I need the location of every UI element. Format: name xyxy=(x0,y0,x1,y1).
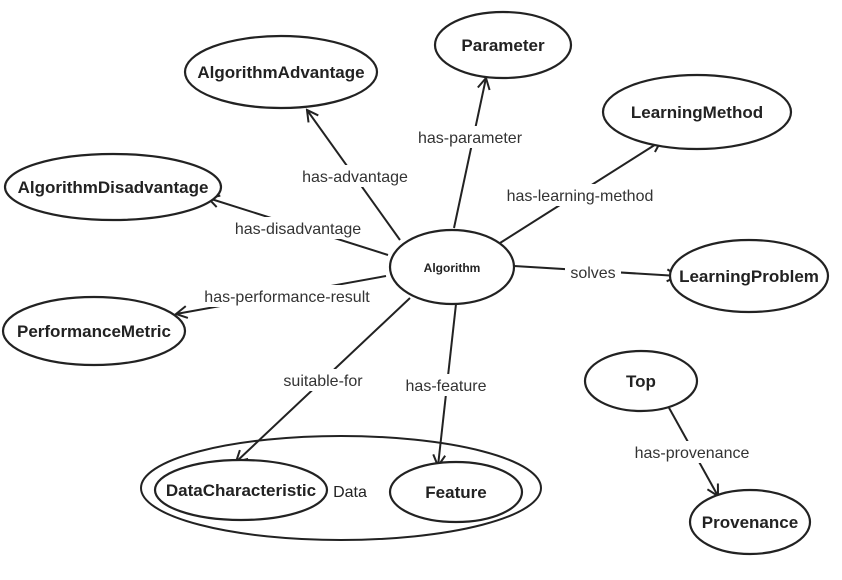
node-top xyxy=(583,349,699,413)
edge-label-solves: solves xyxy=(570,265,615,282)
node-label-top: Top xyxy=(626,372,656,391)
node-label-algorithm-disadvantage: AlgorithmDisadvantage xyxy=(18,178,209,197)
node-provenance xyxy=(688,488,812,556)
edge-label-has-disadvantage: has-disadvantage xyxy=(235,221,361,238)
node-label-algorithm-advantage: AlgorithmAdvantage xyxy=(197,63,364,82)
node-learning-method xyxy=(601,73,793,151)
node-label-algorithm: Algorithm xyxy=(424,261,481,275)
node-algorithm-advantage xyxy=(183,34,379,110)
edge-label-has-parameter: has-parameter xyxy=(418,130,523,147)
edge-label-has-performance-result: has-performance-result xyxy=(204,289,370,306)
edge-label-suitable-for: suitable-for xyxy=(283,373,363,390)
edge-label-has-learning-method: has-learning-method xyxy=(507,188,654,205)
node-label-feature: Feature xyxy=(425,483,486,502)
edge-label-has-feature: has-feature xyxy=(406,378,487,395)
node-label-parameter: Parameter xyxy=(461,36,545,55)
edge-label-has-provenance: has-provenance xyxy=(635,445,750,462)
node-learning-problem xyxy=(668,238,830,314)
data-group-label: Data xyxy=(333,484,367,501)
node-data-characteristic xyxy=(153,458,329,522)
node-performance-metric xyxy=(1,295,187,367)
edge-label-has-advantage: has-advantage xyxy=(302,169,408,186)
node-label-learning-method: LearningMethod xyxy=(631,103,763,122)
node-algorithm-disadvantage xyxy=(3,152,223,222)
node-parameter xyxy=(433,10,573,80)
node-algorithm xyxy=(388,228,516,306)
node-feature xyxy=(388,460,524,524)
edge-has-parameter xyxy=(453,78,486,229)
node-label-provenance: Provenance xyxy=(702,513,798,532)
data-group xyxy=(140,435,542,541)
node-label-learning-problem: LearningProblem xyxy=(679,267,819,286)
node-label-data-characteristic: DataCharacteristic xyxy=(166,481,316,500)
node-label-performance-metric: PerformanceMetric xyxy=(17,322,171,341)
